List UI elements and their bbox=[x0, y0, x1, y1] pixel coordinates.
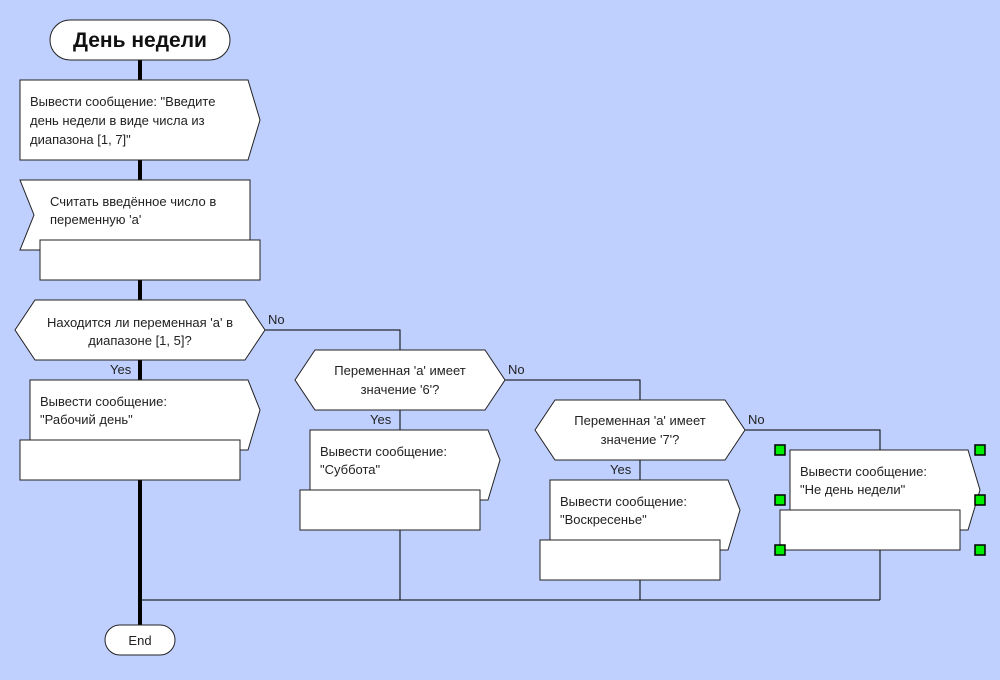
block-text-line: "Суббота" bbox=[320, 462, 381, 477]
block-text-line: "Рабочий день" bbox=[40, 412, 133, 427]
output-block-not-weekday[interactable]: Вывести сообщение: "Не день недели" bbox=[779, 449, 981, 551]
diagram-title: День недели bbox=[73, 29, 207, 52]
branch-label-yes: Yes bbox=[610, 462, 632, 477]
block-text-line: Вывести сообщение: "Введите bbox=[30, 94, 215, 109]
block-text-line: диапазоне [1, 5]? bbox=[88, 333, 191, 348]
block-text-line: Вывести сообщение: bbox=[560, 494, 687, 509]
block-text-line: "Воскресенье" bbox=[560, 512, 647, 527]
block-text-line: значение '6'? bbox=[361, 382, 440, 397]
block-text-line: переменную 'a' bbox=[50, 212, 141, 227]
block-text-line: Считать введённое число в bbox=[50, 194, 216, 209]
resize-handle-middle-right[interactable] bbox=[974, 494, 986, 506]
output-block-saturday[interactable]: Вывести сообщение: "Суббота" bbox=[299, 429, 501, 531]
block-text-line: Вывести сообщение: bbox=[800, 464, 927, 479]
block-text-line: "Не день недели" bbox=[800, 482, 906, 497]
connector-cond2-no bbox=[505, 379, 641, 400]
block-text-line: диапазона [1, 7]" bbox=[30, 132, 131, 147]
block-text-line: Переменная 'a' имеет bbox=[574, 413, 705, 428]
block-text-line: Вывести сообщение: bbox=[320, 444, 447, 459]
resize-handle-bottom-left[interactable] bbox=[774, 544, 786, 556]
decision-block-sunday[interactable]: Переменная 'a' имеет значение '7'? bbox=[534, 399, 746, 461]
end-terminator[interactable]: End bbox=[104, 624, 176, 656]
block-text-line: день недели в виде числа из bbox=[30, 113, 205, 128]
output-block-workday[interactable]: Вывести сообщение: "Рабочий день" bbox=[19, 379, 261, 481]
connector-cond1-no bbox=[265, 329, 401, 350]
block-text-line: Находится ли переменная 'a' в bbox=[47, 315, 233, 330]
resize-handle-top-left[interactable] bbox=[774, 444, 786, 456]
resize-handle-bottom-right[interactable] bbox=[974, 544, 986, 556]
block-text-line: Переменная 'a' имеет bbox=[334, 363, 465, 378]
output-block-prompt[interactable]: Вывести сообщение: "Введите день недели … bbox=[19, 79, 261, 161]
resize-handle-top-right[interactable] bbox=[974, 444, 986, 456]
decision-block-saturday[interactable]: Переменная 'a' имеет значение '6'? bbox=[294, 349, 506, 411]
branch-label-no: No bbox=[748, 412, 765, 427]
branch-label-yes: Yes bbox=[110, 362, 132, 377]
input-block-read[interactable]: Считать введённое число в переменную 'a' bbox=[19, 179, 261, 281]
output-block-sunday[interactable]: Вывести сообщение: "Воскресенье" bbox=[539, 479, 741, 581]
branch-label-yes: Yes bbox=[370, 412, 392, 427]
branch-label-no: No bbox=[508, 362, 525, 377]
block-text-line: Вывести сообщение: bbox=[40, 394, 167, 409]
end-label: End bbox=[128, 633, 151, 648]
resize-handle-middle-left[interactable] bbox=[774, 494, 786, 506]
block-text-line: значение '7'? bbox=[601, 432, 680, 447]
decision-block-range[interactable]: Находится ли переменная 'a' в диапазоне … bbox=[14, 299, 266, 361]
branch-label-no: No bbox=[268, 312, 285, 327]
connector-cond3-no bbox=[745, 429, 881, 450]
start-terminator[interactable]: День недели bbox=[49, 19, 231, 61]
